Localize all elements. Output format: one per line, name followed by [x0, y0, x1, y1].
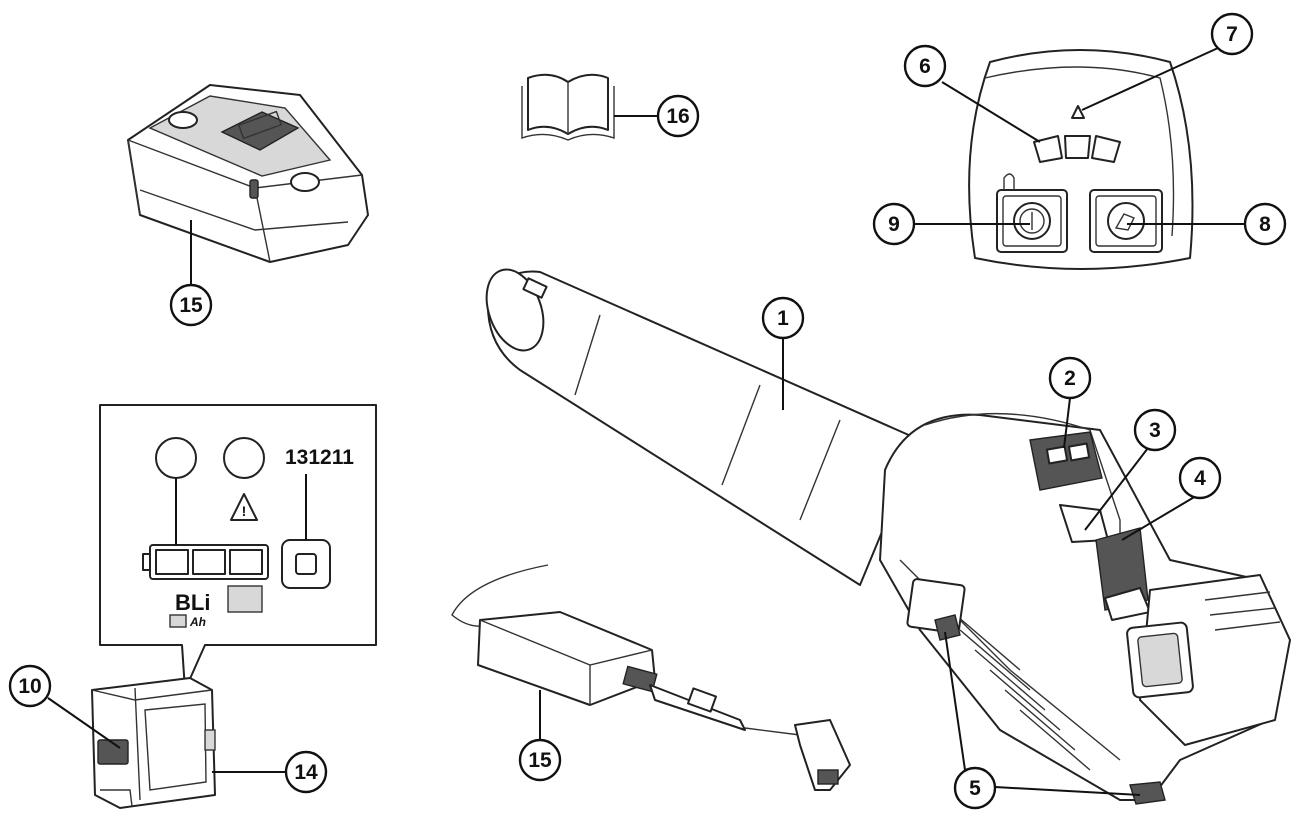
capacity-unit: Ah: [189, 615, 206, 629]
callout-15-charger: 15: [169, 283, 213, 327]
battery-pack: [91, 677, 216, 809]
svg-text:6: 6: [919, 55, 931, 78]
svg-text:8: 8: [1259, 213, 1271, 236]
callout-3: 3: [1133, 408, 1177, 452]
svg-text:15: 15: [179, 294, 203, 317]
callout-2: 2: [1048, 356, 1092, 400]
warning-triangle-icon: [1071, 105, 1085, 119]
svg-text:5: 5: [969, 777, 981, 800]
battery-charger: [127, 84, 369, 263]
svg-text:4: 4: [1194, 467, 1206, 490]
svg-text:14: 14: [294, 761, 318, 784]
callout-8: 8: [1243, 202, 1287, 246]
boost-icon: [1107, 202, 1145, 240]
book-icon: [521, 73, 615, 141]
indicator-led-right: [1091, 135, 1121, 163]
battery-indicator-panel: ! 131211 BLi Ah: [99, 404, 377, 691]
svg-text:10: 10: [18, 675, 41, 698]
warning-triangle-icon: [230, 493, 258, 521]
callout-4: 4: [1178, 456, 1222, 500]
svg-text:3: 3: [1149, 419, 1161, 442]
svg-text:16: 16: [666, 105, 689, 128]
callout-16: 16: [656, 94, 700, 138]
power-adapter: [451, 564, 851, 791]
svg-text:!: !: [242, 503, 247, 519]
panel-labels: 131211: [285, 446, 354, 469]
svg-text:9: 9: [888, 213, 900, 236]
indicator-led-middle: [1064, 135, 1091, 159]
callout-6: 6: [903, 44, 947, 88]
callout-10: 10: [8, 664, 52, 708]
leader-lines: [47, 47, 1245, 796]
callout-14: 14: [284, 750, 328, 794]
control-panel: [968, 49, 1194, 270]
battery-brand: BLi: [175, 590, 210, 615]
svg-text:15: 15: [528, 749, 552, 772]
callout-15-adapter: 15: [518, 738, 562, 782]
leaf-blower: [485, 268, 1291, 805]
svg-text:7: 7: [1226, 23, 1238, 46]
callout-7: 7: [1210, 12, 1254, 56]
callout-1: 1: [761, 296, 805, 340]
svg-text:1: 1: [777, 307, 789, 330]
callout-9: 9: [872, 202, 916, 246]
indicator-led-left: [1033, 135, 1063, 163]
callout-5: 5: [953, 766, 997, 810]
svg-text:2: 2: [1064, 367, 1076, 390]
